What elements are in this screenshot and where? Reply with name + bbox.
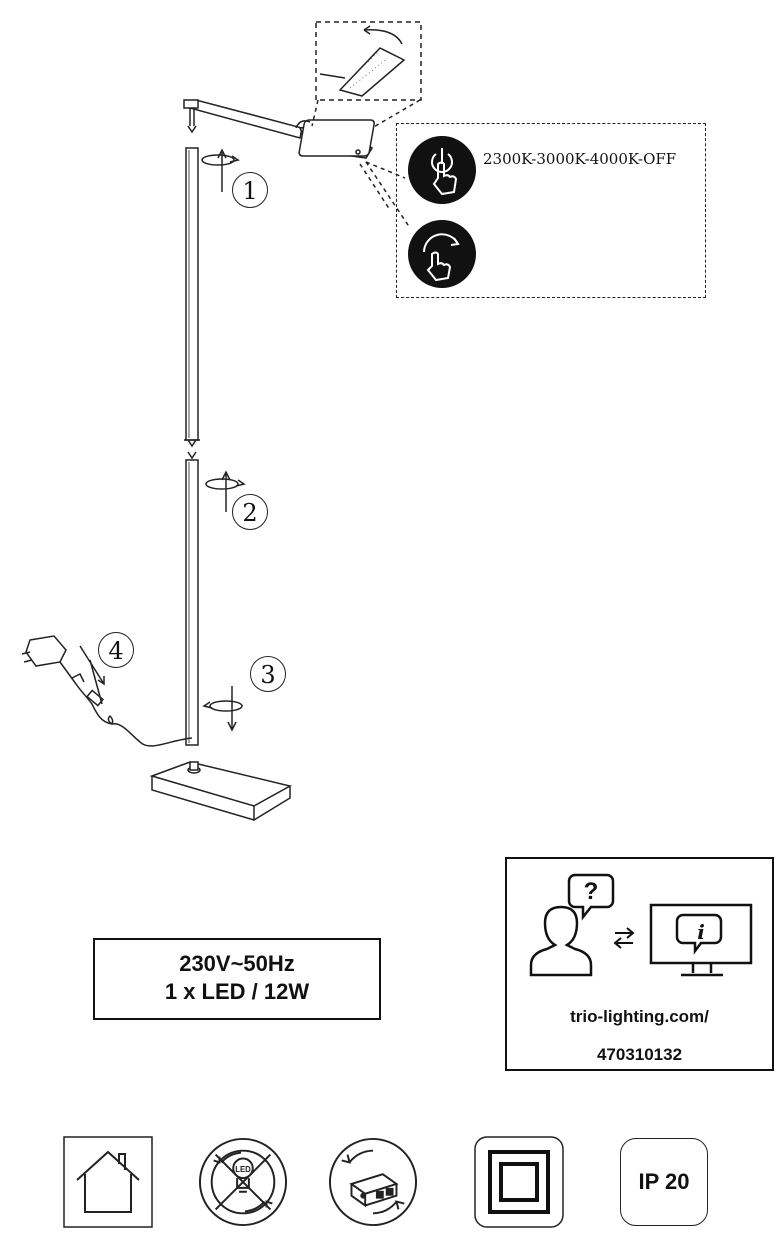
step-number-1: 1 bbox=[232, 172, 268, 208]
indoor-use-house-icon bbox=[63, 1136, 153, 1228]
support-url[interactable]: trio-lighting.com/ bbox=[570, 1007, 709, 1026]
electrical-spec-box: 230V~50Hz 1 x LED / 12W bbox=[93, 938, 381, 1020]
svg-text:i: i bbox=[697, 920, 705, 944]
lamp-assembly-drawing bbox=[21, 21, 422, 822]
light-source-label: 1 x LED / 12W bbox=[164, 979, 310, 1004]
svg-text:LED: LED bbox=[235, 1165, 251, 1174]
voltage-label: 230V~50Hz bbox=[179, 951, 295, 976]
person-question-icon: ? bbox=[529, 873, 615, 977]
touch-function-panel bbox=[396, 123, 706, 298]
step-number-2: 2 bbox=[232, 494, 268, 530]
protection-class-2-icon bbox=[474, 1136, 564, 1228]
support-info-box: ? i trio-lighting.com/ 470310132 bbox=[505, 857, 774, 1071]
driver-not-replaceable-icon bbox=[328, 1137, 418, 1227]
color-temperature-modes: 2300K-3000K-4000K-OFF bbox=[483, 150, 677, 168]
step-number-3: 3 bbox=[250, 656, 286, 692]
led-not-replaceable-icon: LED bbox=[198, 1137, 288, 1227]
ip-rating-badge: IP 20 bbox=[620, 1138, 708, 1226]
monitor-info-icon: i bbox=[649, 903, 753, 977]
article-number: 470310132 bbox=[596, 1045, 683, 1064]
exchange-arrows-icon bbox=[613, 927, 635, 949]
touch-switch-icon bbox=[408, 136, 476, 204]
touch-dimmer-icon bbox=[408, 220, 476, 288]
svg-text:?: ? bbox=[584, 878, 599, 905]
step-number-4: 4 bbox=[98, 632, 134, 668]
